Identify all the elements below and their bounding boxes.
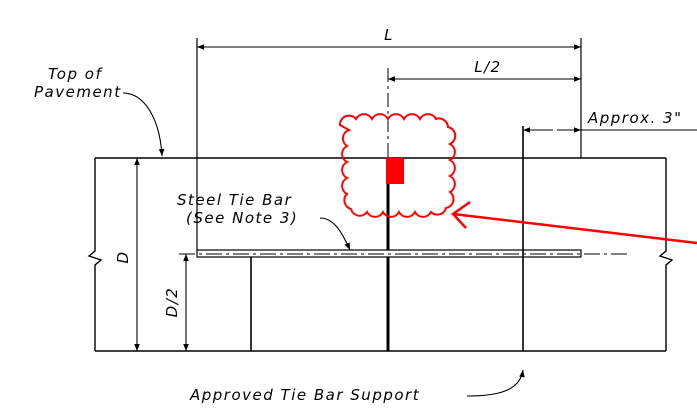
markup-leader-line xyxy=(452,212,697,245)
steel-tie-bar xyxy=(196,249,582,258)
left-break-line xyxy=(87,158,103,351)
top-of-pavement-label-line2: Pavement xyxy=(34,83,122,101)
d-dimension-label: D xyxy=(114,250,132,263)
half-l-dimension-label: L/2 xyxy=(474,58,501,76)
markup-arrowhead-icon xyxy=(451,200,471,229)
steel-tie-bar-label-line2: (See Note 3) xyxy=(186,209,298,227)
support-leader xyxy=(466,369,525,397)
l-dimension-label: L xyxy=(384,26,394,44)
top-of-pavement-label-line1: Top of xyxy=(48,65,103,83)
half-d-dimension-label: D/2 xyxy=(163,287,181,318)
revision-cloud xyxy=(338,113,457,218)
joint-markup-highlight xyxy=(386,158,404,184)
steel-tie-bar-leader xyxy=(319,217,351,251)
approx-dimension-label: Approx. 3" xyxy=(587,109,683,127)
steel-tie-bar-label-line1: Steel Tie Bar xyxy=(177,191,292,209)
right-break-line xyxy=(658,158,674,351)
top-of-pavement-leader xyxy=(122,92,165,157)
support-label: Approved Tie Bar Support xyxy=(189,386,420,404)
